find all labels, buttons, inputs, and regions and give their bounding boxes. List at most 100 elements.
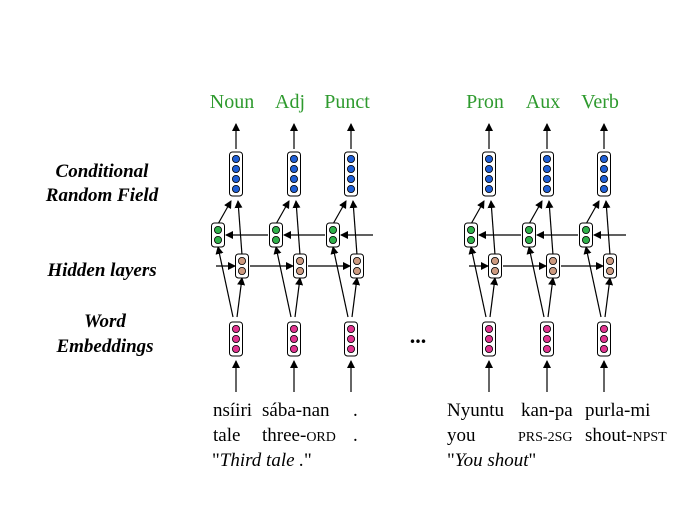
embedding-to-backward-arrow-2 (294, 277, 304, 318)
backward-lstm-cell-2-unit (295, 256, 304, 265)
word-embedding-3-unit (600, 344, 609, 353)
gloss-word-3-part: shout- (585, 425, 633, 446)
crf-unit-1-unit (484, 174, 493, 183)
word-embedding-3-unit (346, 344, 355, 353)
backward-to-crf-arrow-1 (234, 200, 243, 256)
free-translation-part: " (529, 450, 537, 471)
backward-lstm-cell-2-unit (549, 256, 558, 265)
forward-lstm-cell-2 (522, 222, 536, 248)
crf-unit-1-frame (229, 151, 243, 197)
free-translation-part: " (212, 450, 220, 471)
word-embedding-1-unit (484, 334, 493, 343)
crf-unit-1-unit (231, 184, 240, 193)
word-embedding-1-unit (231, 344, 240, 353)
embedding-to-backward-arrow-1 (236, 277, 246, 318)
backward-lstm-cell-1-unit (490, 256, 499, 265)
gloss-word-3: shout-NPST (585, 425, 667, 446)
word-embedding-2-unit (289, 324, 298, 333)
free-translation-part: You shout (455, 450, 529, 471)
word-embedding-2-unit (543, 324, 552, 333)
gloss-word-1: tale (213, 425, 240, 446)
embedding-to-forward-arrow-1 (468, 246, 487, 318)
free-translation-part: " (447, 450, 455, 471)
backward-lstm-cell-2 (293, 253, 307, 279)
embedding-to-forward-arrow-1 (215, 246, 234, 318)
backward-lstm-cell-3-unit (606, 266, 615, 275)
word-embedding-2-unit (543, 344, 552, 353)
crf-unit-2-unit (289, 164, 298, 173)
forward-lstm-cell-3-unit (328, 235, 337, 244)
word-embedding-2 (540, 321, 554, 357)
source-word-1: Nyuntu (447, 400, 505, 421)
crf-unit-3-unit (346, 174, 355, 183)
forward-lstm-cell-3 (326, 222, 340, 248)
word-embedding-3-unit (346, 324, 355, 333)
gloss-word-3: . (353, 425, 358, 446)
backward-lstm-cell-2-unit (295, 266, 304, 275)
forward-lstm-cell-2 (269, 222, 283, 248)
free-translation: "You shout" (447, 450, 536, 471)
word-embedding-1-unit (484, 344, 493, 353)
tag-label-3: Punct (324, 91, 370, 113)
backward-to-crf-arrow-1 (487, 200, 496, 256)
word-embedding-1 (229, 321, 243, 357)
source-word-3: purla-mi (585, 400, 650, 421)
tag-label-2: Adj (275, 91, 305, 113)
crf-label-line1: Conditional (56, 161, 150, 182)
embedding-to-backward-arrow-1 (489, 277, 499, 318)
crf-unit-1-unit (231, 174, 240, 183)
crf-unit-2-unit (543, 164, 552, 173)
backward-lstm-cell-1-unit (490, 266, 499, 275)
crf-unit-2-unit (543, 174, 552, 183)
forward-to-crf-arrow-1 (217, 200, 232, 225)
forward-lstm-cell-1-unit (466, 225, 475, 234)
crf-label-line2: Random Field (45, 185, 159, 206)
forward-to-crf-arrow-3 (585, 200, 600, 225)
tag-label-3: Verb (581, 91, 619, 113)
gloss-word-2-part: PRS-2SG (518, 430, 572, 445)
embedding-to-backward-arrow-2 (547, 277, 557, 318)
embedding-to-forward-arrow-2 (273, 246, 292, 318)
word-embedding-3 (597, 321, 611, 357)
forward-lstm-cell-1-unit (213, 225, 222, 234)
free-translation-part: Third tale . (220, 450, 304, 471)
crf-unit-3-unit (346, 184, 355, 193)
forward-lstm-cell-2-unit (525, 225, 534, 234)
forward-lstm-cell-3 (579, 222, 593, 248)
crf-unit-1-frame (482, 151, 496, 197)
backward-lstm-cell-1-unit (237, 266, 246, 275)
source-word-3: . (353, 400, 358, 421)
crf-unit-2-frame (287, 151, 301, 197)
crf-unit-2-unit (289, 174, 298, 183)
forward-to-crf-arrow-2 (528, 200, 543, 225)
forward-lstm-cell-3-unit (582, 225, 591, 234)
word-embedding-1-unit (484, 324, 493, 333)
source-word-1: nsíiri (213, 400, 252, 421)
tag-label-1: Noun (210, 91, 254, 113)
crf-unit-3-unit (600, 184, 609, 193)
crf-unit-3-unit (346, 164, 355, 173)
forward-to-crf-arrow-2 (275, 200, 290, 225)
forward-to-crf-arrow-3 (332, 200, 347, 225)
gloss-word-3-part: NPST (633, 430, 668, 445)
crf-unit-1-unit (231, 164, 240, 173)
crf-unit-1 (229, 151, 243, 197)
crf-unit-3-unit (600, 154, 609, 163)
backward-lstm-cell-3-unit (352, 256, 361, 265)
hidden-layers-label: Hidden layers (46, 260, 156, 281)
free-translation-part: " (304, 450, 312, 471)
forward-lstm-cell-1 (211, 222, 225, 248)
gloss-word-2: three-ORD (262, 425, 336, 446)
backward-lstm-cell-2 (546, 253, 560, 279)
backward-lstm-cell-1 (235, 253, 249, 279)
source-word-2: sába-nan (262, 400, 330, 421)
word-embedding-2-unit (543, 334, 552, 343)
forward-to-crf-arrow-1 (470, 200, 485, 225)
crf-unit-2-unit (289, 154, 298, 163)
forward-lstm-cell-2-unit (525, 235, 534, 244)
crf-unit-3-unit (600, 174, 609, 183)
crf-unit-1-unit (484, 154, 493, 163)
